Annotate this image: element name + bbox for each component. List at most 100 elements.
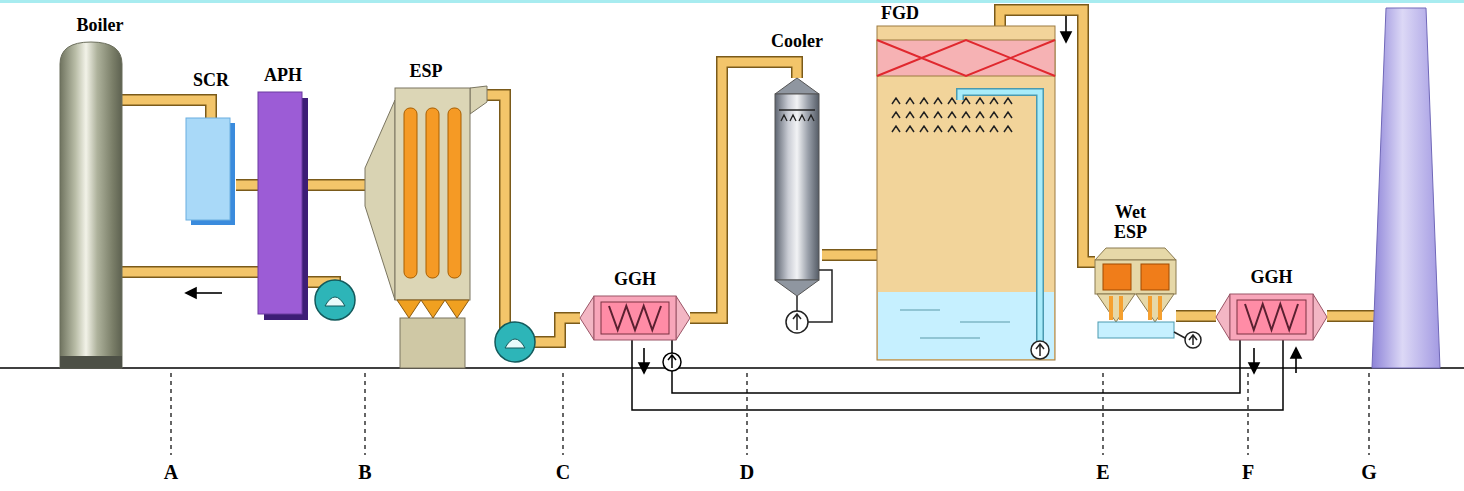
flue-duct xyxy=(236,185,258,186)
section-letter: E xyxy=(1096,461,1109,484)
fan-symbol-part xyxy=(315,280,355,320)
flow-arrow xyxy=(1061,16,1071,42)
fgd-absorber-shape-part xyxy=(878,292,1054,359)
scr-reactor-shape-part xyxy=(186,118,230,220)
flue-duct xyxy=(487,95,580,342)
flue-duct-part xyxy=(122,268,258,277)
fgd-absorber-shape-part xyxy=(960,92,1040,341)
unit-label: SCR xyxy=(193,70,229,91)
section-marker-lines-part xyxy=(364,373,365,455)
gas-cooler-shape-part xyxy=(781,115,814,121)
unit-label: APH xyxy=(264,65,302,86)
fan-symbol xyxy=(495,322,535,362)
section-marker-lines-part xyxy=(746,373,747,455)
flow-arrow xyxy=(639,348,649,373)
wet-esp-shape-part xyxy=(1095,260,1176,294)
flue-duct xyxy=(822,255,877,256)
gas-gas-heater-shape-part xyxy=(1230,294,1313,340)
gas-cooler-shape-part xyxy=(808,270,832,322)
electrostatic-precipitator-shape-part xyxy=(426,108,439,278)
fgd-absorber-shape-part xyxy=(900,310,1010,338)
fgd-absorber-shape-part xyxy=(877,26,1055,360)
gas-gas-heater: GGH xyxy=(580,296,690,340)
flue-duct-part xyxy=(487,95,580,342)
gas-gas-heater-shape-part xyxy=(594,296,676,340)
wet-esp-shape-part xyxy=(1185,332,1201,348)
section-letter: A xyxy=(164,461,178,484)
flow-arrow-part xyxy=(639,363,649,373)
unit-label: Cooler xyxy=(771,31,823,52)
flue-duct-part xyxy=(122,100,211,118)
flue-duct-part xyxy=(1176,312,1216,321)
gas-cooler-shape-part xyxy=(779,109,815,111)
section-marker-lines xyxy=(171,373,1369,455)
stack xyxy=(1372,8,1440,368)
electrostatic-precipitator-shape-part xyxy=(421,300,445,318)
gas-gas-heater-shape-part xyxy=(1245,304,1298,330)
air-preheater-shape-part xyxy=(258,92,302,314)
gas-cooler-shape xyxy=(772,78,822,296)
electrostatic-precipitator-shape-part xyxy=(448,108,461,278)
pump-symbol-part xyxy=(668,355,676,368)
section-letter: F xyxy=(1242,461,1254,484)
flue-duct-part xyxy=(236,179,258,191)
flue-duct-part xyxy=(308,181,365,190)
fgd-absorber-shape-part xyxy=(1031,341,1049,359)
electrostatic-precipitator-shape xyxy=(365,86,487,368)
boiler-shape-part xyxy=(60,356,122,368)
gas-gas-heater-shape-part xyxy=(1216,294,1230,340)
gas-cooler-shape-part xyxy=(775,280,819,296)
section-marker-lines-part xyxy=(1247,373,1248,455)
unit-label: ESP xyxy=(409,61,442,82)
gas-gas-heater-shape-part xyxy=(1313,294,1327,340)
scr-reactor: SCR xyxy=(186,118,236,226)
gas-gas-heater-shape-part xyxy=(601,302,669,334)
wet-esp-shape-part xyxy=(1097,294,1135,322)
top-band xyxy=(0,0,1464,3)
flue-duct-part xyxy=(308,179,365,191)
wet-esp-shape-part xyxy=(1158,296,1162,320)
wet-esp-shape-part xyxy=(1095,248,1176,260)
fgd-absorber-shape-part xyxy=(892,98,1012,132)
flue-duct xyxy=(122,100,211,118)
flow-arrow xyxy=(1291,348,1301,373)
gas-gas-heater-shape xyxy=(580,296,690,340)
boiler-shape-part xyxy=(60,42,122,368)
section-letter: B xyxy=(358,461,371,484)
flue-duct-part xyxy=(822,251,877,260)
scr-reactor-shape xyxy=(186,118,236,226)
section-letter: C xyxy=(556,461,570,484)
gas-cooler-shape-part xyxy=(775,78,819,94)
electrostatic-precipitator-shape-part xyxy=(445,300,469,318)
flue-duct-part xyxy=(822,249,877,261)
flue-duct-part xyxy=(122,100,211,118)
wet-esp-shape xyxy=(1095,248,1176,340)
fgd-absorber-shape-part xyxy=(877,40,1055,76)
section-marker-lines-part xyxy=(1368,373,1369,455)
section-letter: D xyxy=(740,461,754,484)
flue-duct xyxy=(308,185,365,186)
fan-symbol-part xyxy=(495,322,535,362)
wet-esp-shape-part xyxy=(1098,322,1174,338)
fgd-absorber-shape-part xyxy=(960,92,1040,341)
electrostatic-precipitator-shape-part xyxy=(397,300,421,318)
pump-symbol-part xyxy=(663,353,681,371)
gas-cooler-shape-part xyxy=(775,94,819,280)
wet-esp-shape-part xyxy=(1148,296,1152,320)
flow-arrow-part xyxy=(1249,363,1259,373)
section-marker-lines-part xyxy=(170,373,171,455)
flow-arrow xyxy=(1249,348,1259,373)
section-letter: G xyxy=(1361,461,1377,484)
flue-duct-part xyxy=(1176,310,1216,322)
electrostatic-precipitator-shape-part xyxy=(400,318,465,368)
air-preheater-shape xyxy=(258,92,308,320)
flue-duct xyxy=(122,272,258,273)
fgd-absorber-shape-part xyxy=(877,40,1055,76)
flue-duct xyxy=(1176,316,1216,317)
section-marker-lines-part xyxy=(1102,373,1103,455)
ground-line xyxy=(0,367,1464,369)
gas-gas-heater-shape-part xyxy=(609,306,661,330)
wet-esp-shape-part xyxy=(1136,294,1174,322)
fgd-absorber-shape xyxy=(877,26,1055,360)
